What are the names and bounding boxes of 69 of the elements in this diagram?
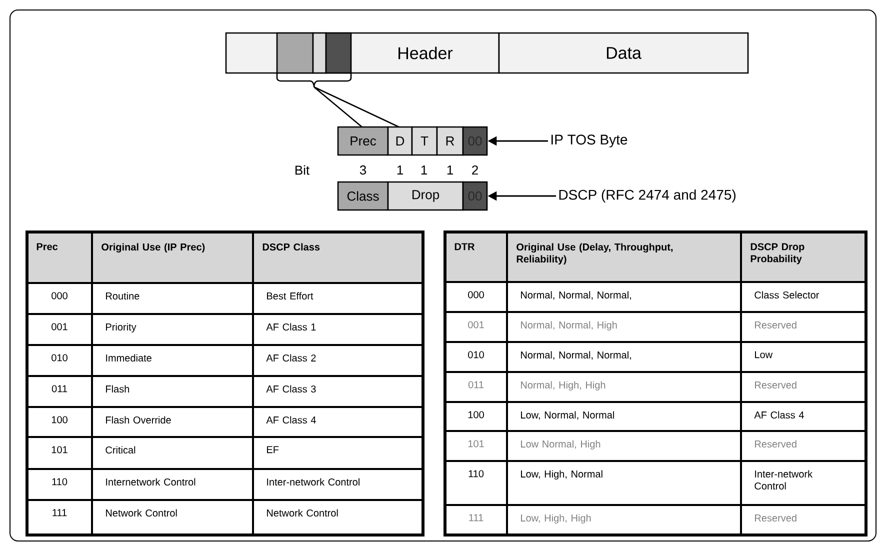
table-entry: Normal, Normal, Normal, bbox=[521, 351, 631, 360]
field-box: Class bbox=[337, 181, 389, 211]
table-entry: 111 bbox=[52, 509, 67, 516]
table-entry: Network Control bbox=[267, 509, 338, 517]
table-entry: Immediate bbox=[106, 354, 152, 362]
table-entry: Normal, Normal, Normal, bbox=[521, 291, 631, 300]
table-entry: Internetwork Control bbox=[106, 478, 196, 486]
table-entry: 011 bbox=[468, 381, 484, 388]
table-entry: Priority bbox=[106, 323, 136, 332]
table-entry: 010 bbox=[468, 351, 484, 358]
field-box: Drop bbox=[387, 181, 464, 211]
table-entry: Best Effort bbox=[267, 292, 314, 300]
column-header: Prec bbox=[27, 232, 92, 283]
table-entry: Network Control bbox=[106, 509, 177, 517]
table-entry: AF Class 1 bbox=[266, 323, 316, 331]
table-entry: Reserved bbox=[755, 321, 796, 329]
table-entry: 010 bbox=[52, 354, 68, 362]
bit-count: 1 bbox=[447, 166, 453, 174]
table-entry: 000 bbox=[468, 291, 484, 298]
table-entry: 000 bbox=[52, 292, 68, 300]
field-box: Prec bbox=[337, 126, 389, 156]
column-header: DSCP Class bbox=[253, 232, 423, 283]
table-entry: Normal, High, High bbox=[521, 381, 606, 390]
table-entry: Low Normal, High bbox=[521, 440, 600, 450]
bit-count: 3 bbox=[360, 165, 366, 175]
table-entry: Critical bbox=[106, 446, 136, 454]
table-entry: Low bbox=[755, 351, 773, 358]
field-box: T bbox=[411, 126, 438, 156]
table-entry: 111 bbox=[469, 514, 484, 522]
column-header: DSCP Drop Probability bbox=[741, 232, 866, 282]
field-segment bbox=[276, 32, 314, 74]
packet-segment: Data bbox=[498, 32, 749, 74]
table-entry: Flash Override bbox=[106, 416, 171, 424]
table-entry: Class Selector bbox=[754, 291, 820, 299]
bit-count: 1 bbox=[421, 166, 427, 174]
table-entry: 011 bbox=[52, 385, 67, 392]
table-entry: 101 bbox=[52, 446, 68, 454]
table-entry: AF Class 4 bbox=[754, 411, 804, 419]
table-entry: Inter-network Control bbox=[267, 478, 360, 486]
arrow-label: DSCP (RFC 2474 and 2475) bbox=[559, 189, 736, 203]
table-entry: Reserved bbox=[755, 381, 796, 389]
table-entry: AF Class 3 bbox=[266, 385, 316, 393]
table-entry: Low, High, Normal bbox=[521, 470, 602, 480]
table-entry: Routine bbox=[106, 292, 140, 300]
table-entry: Flash bbox=[106, 385, 129, 393]
table-entry: Reserved bbox=[755, 514, 796, 522]
table-entry: 100 bbox=[468, 411, 484, 418]
table-entry: Inter-network Control bbox=[754, 470, 813, 490]
table-entry: 110 bbox=[52, 478, 68, 486]
table-entry: 101 bbox=[468, 440, 484, 448]
arrow-label: IP TOS Byte bbox=[552, 134, 628, 148]
table-entry: AF Class 2 bbox=[266, 354, 316, 362]
table-entry: Reserved bbox=[755, 440, 796, 448]
row-label: Bit bbox=[296, 165, 310, 175]
table-entry: EF bbox=[267, 446, 279, 454]
table-entry: 110 bbox=[468, 470, 484, 478]
table-entry: 001 bbox=[52, 323, 68, 330]
table-entry: 100 bbox=[52, 416, 68, 424]
bit-count: 2 bbox=[472, 165, 478, 175]
table-entry: Low, Normal, Normal bbox=[521, 411, 614, 420]
table-entry: AF Class 4 bbox=[266, 416, 316, 424]
table-entry: Normal, Normal, High bbox=[521, 321, 617, 330]
bit-count: 1 bbox=[397, 166, 403, 174]
field-segment bbox=[325, 32, 352, 74]
table-entry: 001 bbox=[468, 321, 484, 328]
field-box: R bbox=[436, 126, 464, 156]
field-box: D bbox=[387, 126, 413, 156]
field-segment bbox=[312, 32, 327, 74]
table-entry: Low, High, High bbox=[521, 514, 591, 524]
